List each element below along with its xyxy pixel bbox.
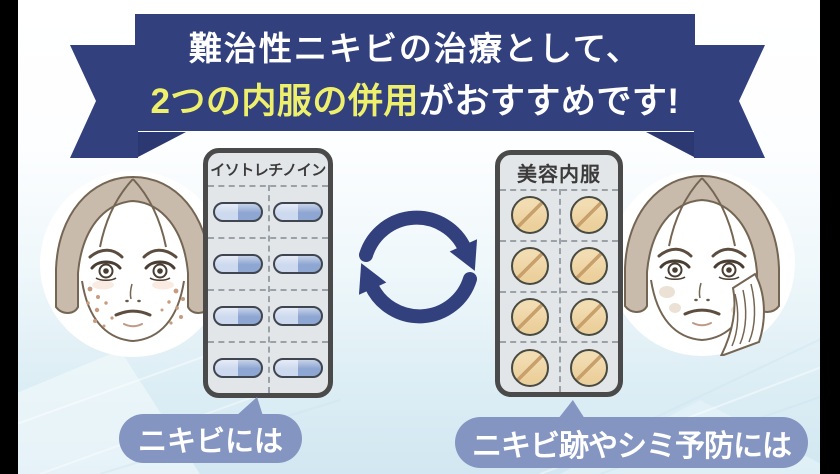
isotretinoin-blister-pack: イソトレチノイン bbox=[203, 148, 333, 398]
capsule-pill bbox=[213, 254, 263, 274]
capsule-pill bbox=[273, 254, 323, 274]
capsule-pill bbox=[213, 306, 263, 326]
ribbon-tail-right bbox=[694, 45, 765, 158]
tablet-grid bbox=[500, 189, 618, 392]
tablet-pill bbox=[569, 247, 608, 286]
letterbox-bar-left bbox=[0, 0, 18, 474]
capsule-pill bbox=[273, 306, 323, 326]
speech-bubble-scars-text: ニキビ跡やシミ予防には bbox=[472, 429, 792, 463]
tablet-pill bbox=[510, 196, 549, 235]
capsule-pill bbox=[213, 202, 263, 222]
title-banner: 難治性ニキビの治療として、 2つの内服の併用がおすすめです! bbox=[135, 14, 695, 131]
worried-woman-acne-face bbox=[40, 171, 226, 357]
capsule-grid bbox=[208, 185, 328, 393]
speech-bubble-scars: ニキビ跡やシミ予防には bbox=[455, 417, 808, 468]
pill-row bbox=[500, 189, 618, 240]
pill-row bbox=[208, 341, 328, 393]
speech-bubble-acne-text: ニキビには bbox=[137, 425, 283, 458]
pill-row bbox=[500, 290, 618, 342]
tablet-pill bbox=[569, 348, 608, 387]
capsule-pill bbox=[273, 358, 323, 378]
tablet-pill bbox=[569, 196, 608, 235]
isotretinoin-pack-label: イソトレチノイン bbox=[210, 161, 326, 179]
pill-row bbox=[500, 341, 618, 392]
tablet-pill bbox=[510, 247, 549, 286]
capsule-pill bbox=[213, 358, 263, 378]
worried-woman-hand-on-cheek-face bbox=[609, 170, 795, 356]
banner-title-line1: 難治性ニキビの治療として、 bbox=[188, 29, 642, 67]
pill-row bbox=[208, 289, 328, 341]
tablet-pill bbox=[510, 348, 549, 387]
banner-highlight-text: 2つの内服の併用 bbox=[150, 81, 419, 121]
capsule-pill bbox=[273, 202, 323, 222]
ribbon-tail-left bbox=[70, 45, 138, 158]
speech-bubble-acne: ニキビには bbox=[119, 414, 302, 463]
tablet-pill bbox=[510, 297, 549, 336]
banner-title-line2: 2つの内服の併用がおすすめです! bbox=[150, 73, 679, 124]
pill-row bbox=[500, 239, 618, 291]
tablet-pill bbox=[569, 297, 608, 336]
pill-row bbox=[208, 237, 328, 289]
ribbon-fold-right bbox=[646, 132, 694, 157]
beauty-supplement-blister-pack: 美容内服 bbox=[495, 150, 623, 397]
banner-rest-text: がおすすめです! bbox=[418, 81, 680, 121]
cycle-arrows-icon bbox=[358, 210, 478, 324]
beauty-pack-label: 美容内服 bbox=[517, 163, 601, 186]
ribbon-fold-left bbox=[138, 132, 186, 157]
pill-row bbox=[208, 185, 328, 237]
letterbox-bar-right bbox=[820, 0, 840, 474]
